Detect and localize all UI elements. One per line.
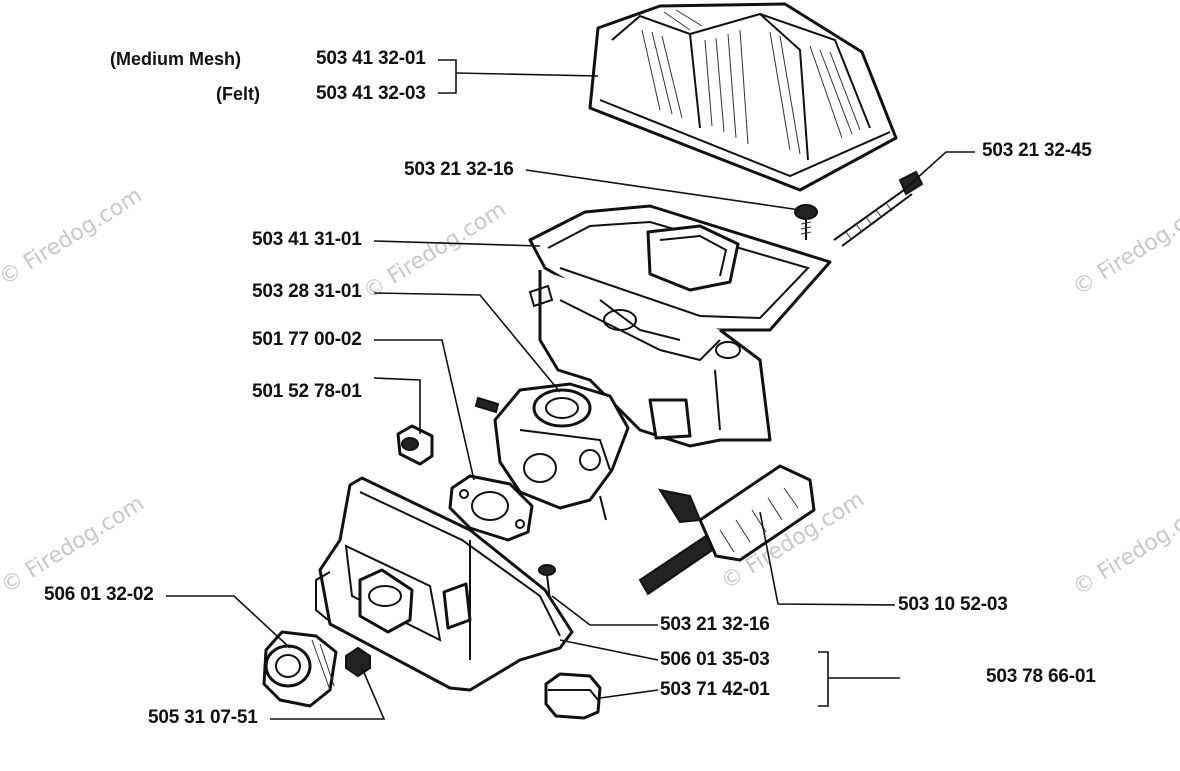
label-cap: 503 71 42-01 — [660, 679, 770, 700]
label-screw-top: 503 21 32-16 — [404, 159, 514, 180]
label-filter-holder: 503 41 31-01 — [252, 229, 362, 250]
gasket-drawing — [448, 474, 534, 542]
intake-housing-drawing — [315, 476, 574, 692]
note-medium-mesh: (Medium Mesh) — [110, 49, 242, 69]
leader-lines — [166, 59, 975, 720]
air-filter-drawing — [588, 2, 898, 192]
label-screw-bottom: 503 21 32-16 — [660, 614, 770, 635]
throttle-rod-drawing — [638, 464, 816, 596]
label-elbow: 506 01 32-02 — [44, 584, 154, 605]
label-grommet: 501 52 78-01 — [252, 381, 362, 402]
label-clip: 506 01 35-03 — [660, 649, 770, 670]
screw-top-drawing — [794, 204, 818, 240]
label-carburetor: 503 28 31-01 — [252, 281, 362, 302]
carburetor-drawing — [474, 382, 630, 521]
plug-drawing — [345, 646, 371, 678]
label-throttle-rod: 503 10 52-03 — [898, 594, 1008, 615]
label-kit: 503 78 66-01 — [986, 666, 1096, 687]
label-filter-felt: 503 41 32-03 — [316, 83, 426, 104]
elbow-drawing — [262, 630, 338, 708]
note-felt: (Felt) — [216, 84, 260, 104]
grommet-drawing — [396, 424, 434, 466]
label-gasket: 501 77 00-02 — [252, 329, 362, 350]
label-filter-mesh: 503 41 32-01 — [316, 48, 426, 69]
filter-holder-drawing — [528, 204, 832, 448]
cap-drawing — [544, 672, 602, 720]
bolt-drawing — [833, 170, 924, 247]
label-bolt: 503 21 32-45 — [982, 140, 1092, 161]
label-plug: 505 31 07-51 — [148, 707, 258, 728]
